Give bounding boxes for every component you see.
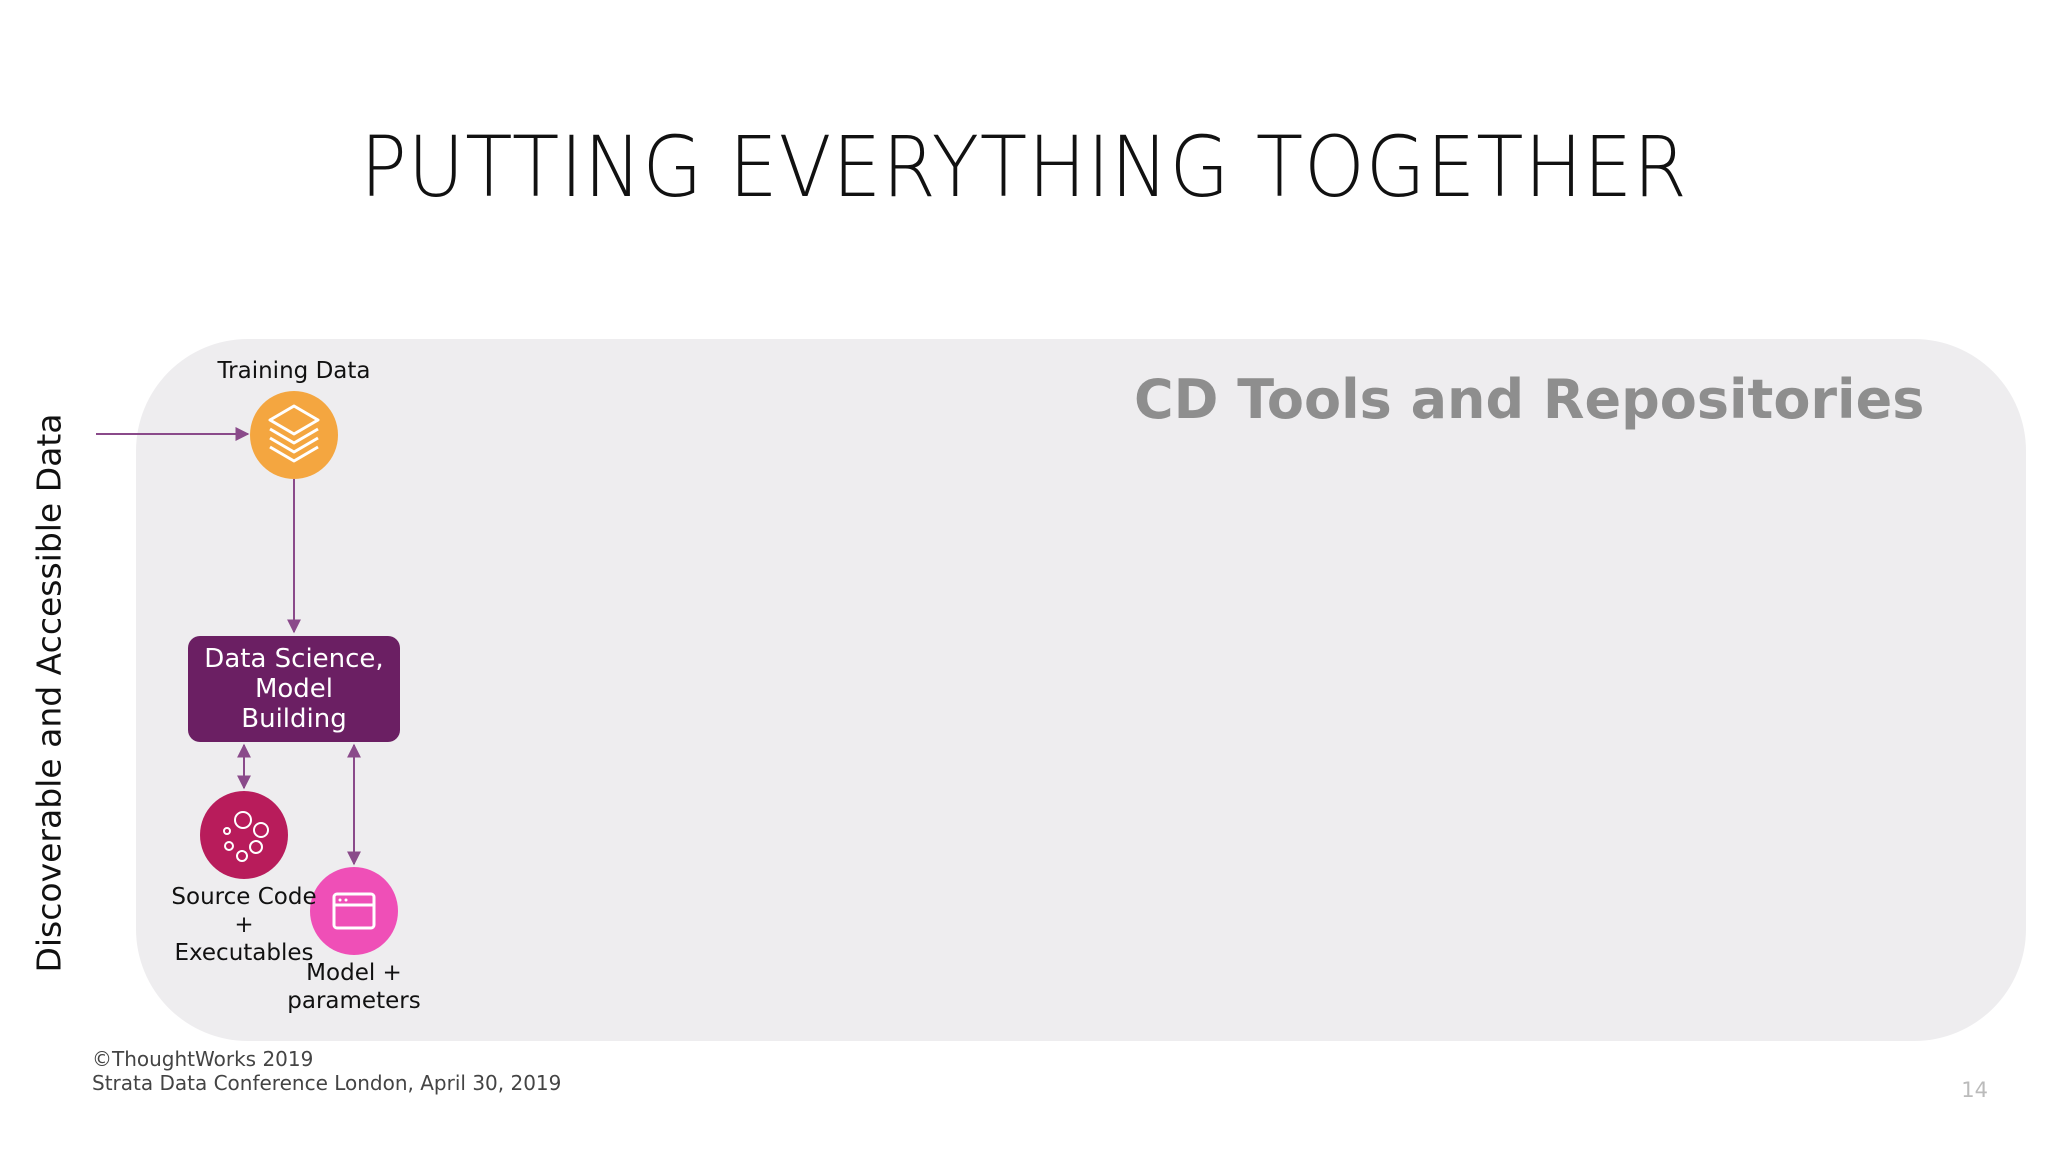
training-data-label: Training Data [217,358,371,384]
model-label-line1: Model + [306,960,402,986]
bubbles-icon [223,811,269,862]
footer-copyright: ©ThoughtWorks 2019 [92,1047,314,1071]
slide-title: PUTTING EVERYTHING TOGETHER [360,118,1688,216]
model-building-box [188,636,400,742]
source-code-label-line1: Source Code [171,884,317,910]
model-label-line2: parameters [287,988,421,1014]
source-code-node [200,791,288,879]
cd-tools-panel [136,339,2026,1041]
window-icon [332,892,376,930]
page-number: 14 [1961,1078,1988,1102]
training-data-node [250,391,338,479]
model-node [310,867,398,955]
panel-heading: CD Tools and Repositories [1134,368,1925,431]
stacked-layers-icon [268,404,320,463]
model-building-label: Data Science, Model Building [204,644,384,734]
source-code-label-line2: + [234,912,254,938]
source-code-label-line3: Executables [174,940,314,966]
footer-event: Strata Data Conference London, April 30,… [92,1071,562,1095]
